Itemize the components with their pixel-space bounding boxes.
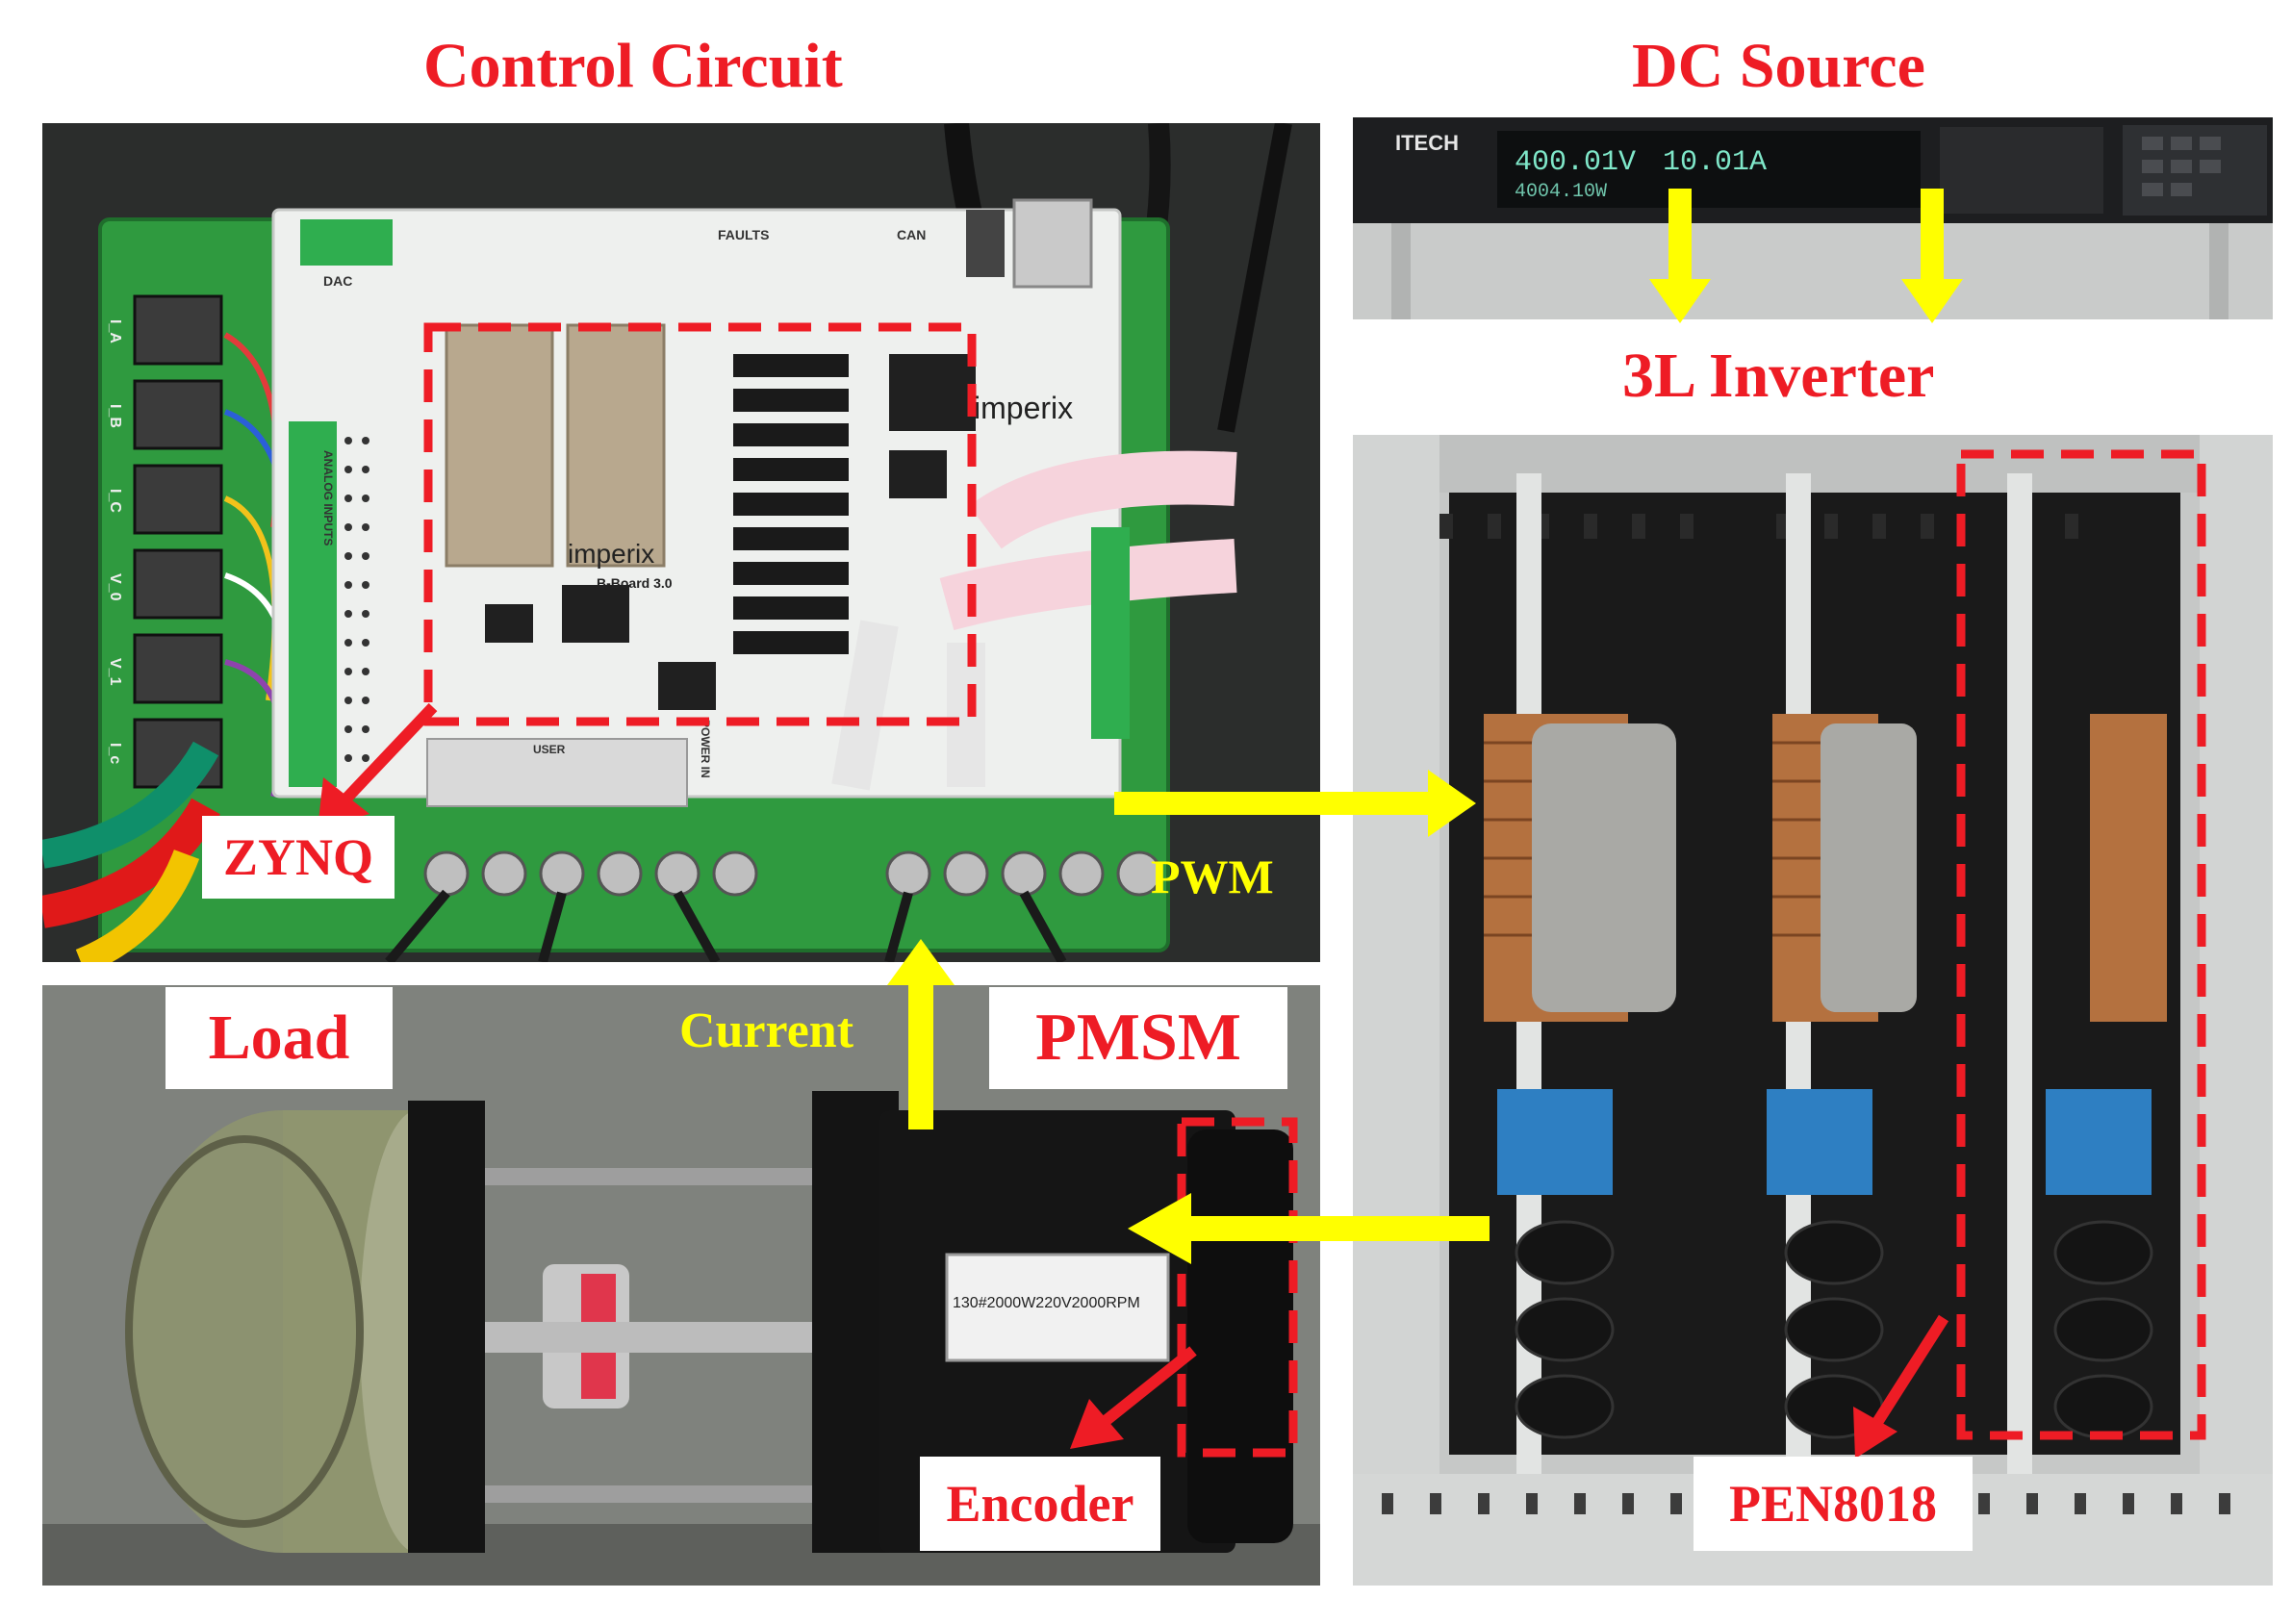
dc-supply-brand: ITECH xyxy=(1395,131,1459,155)
dc-supply-power: 4004.10W xyxy=(1515,181,1608,203)
board-silk-faults: FAULTS xyxy=(718,227,770,242)
board-brand-2: imperix xyxy=(568,539,655,569)
jack-label-2: I_B xyxy=(107,404,123,428)
pen8018-pointer-arrow xyxy=(1853,1314,1949,1459)
zynq-label: ZYNQ xyxy=(202,816,395,899)
board-brand-1: imperix xyxy=(974,391,1074,425)
current-label: Current xyxy=(679,1003,854,1058)
inverter-to-motor-arrow xyxy=(1128,1193,1490,1264)
board-silk-can: CAN xyxy=(897,227,927,242)
encoder-pointer-arrow xyxy=(1070,1346,1197,1449)
pwm-arrow xyxy=(1114,770,1476,837)
control-circuit-photo: DAC FAULTS CAN ANALOG INPUTS imperix imp… xyxy=(42,123,1320,962)
dc-to-inverter-arrow-left xyxy=(1649,189,1711,323)
dc-source-drawing xyxy=(1353,117,2273,319)
board-silk-dac: DAC xyxy=(323,273,353,289)
control-circuit-heading: Control Circuit xyxy=(423,31,843,101)
dc-to-inverter-arrow-right xyxy=(1901,189,1963,323)
zynq-pointer-arrow xyxy=(318,702,438,829)
dc-supply-current: 10.01A xyxy=(1663,146,1768,179)
jack-label-4: V_0 xyxy=(107,573,123,601)
load-label: Load xyxy=(166,987,393,1089)
encoder-highlight-box xyxy=(1177,1117,1298,1458)
inverter-drawing xyxy=(1353,435,2273,1586)
zynq-highlight-box xyxy=(423,322,977,726)
current-feedback-arrow xyxy=(887,939,955,1129)
inverter-photo xyxy=(1353,435,2273,1586)
board-silk-user: USER xyxy=(533,743,566,756)
board-model: B-Board 3.0 xyxy=(597,575,673,591)
encoder-label: Encoder xyxy=(920,1457,1160,1551)
jack-label-3: I_C xyxy=(107,489,123,513)
motor-nameplate: 130#2000W220V2000RPM xyxy=(953,1295,1140,1311)
inverter-heading: 3L Inverter xyxy=(1622,341,1935,411)
pwm-label: PWM xyxy=(1151,850,1274,903)
pen8018-label: PEN8018 xyxy=(1694,1457,1973,1551)
board-silk-power: POWER IN xyxy=(699,720,712,778)
rj45-jack-column xyxy=(133,294,223,789)
jack-label-6: I_c xyxy=(107,743,123,765)
dc-source-heading: DC Source xyxy=(1632,31,1925,101)
pen8018-highlight-box xyxy=(1956,449,2206,1440)
dc-source-photo: ITECH 400.01V 10.01A 4004.10W xyxy=(1353,117,2273,319)
control-circuit-drawing xyxy=(42,123,1292,962)
board-silk-analog: ANALOG INPUTS xyxy=(321,450,335,546)
pmsm-label: PMSM xyxy=(989,987,1287,1089)
jack-label-1: I_A xyxy=(107,319,123,343)
dc-supply-voltage: 400.01V xyxy=(1515,146,1637,179)
jack-label-5: V_1 xyxy=(107,658,123,686)
